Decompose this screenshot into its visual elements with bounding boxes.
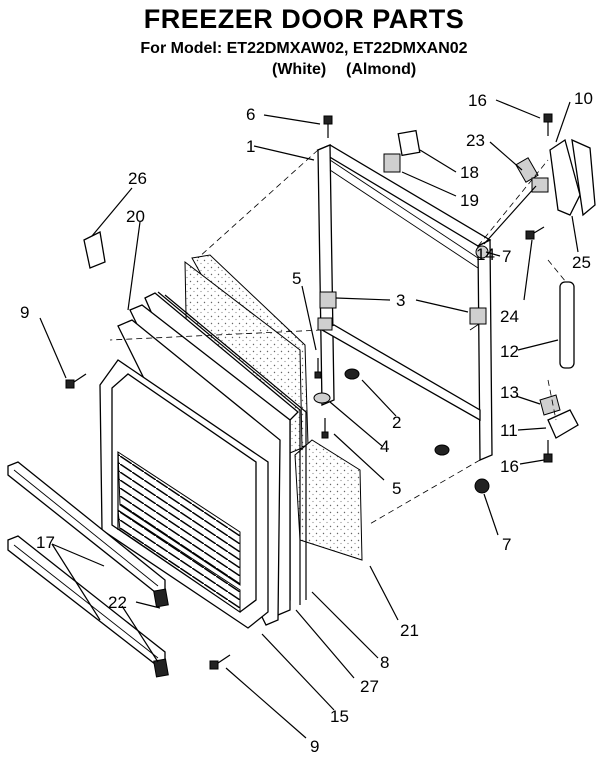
callout-11: 11 <box>500 421 518 440</box>
door-stop-shim-part <box>383 153 401 173</box>
callout-16-upper: 16 <box>468 91 487 110</box>
callout-27: 27 <box>360 677 379 696</box>
callout-9-upper: 9 <box>20 303 29 322</box>
screw-part <box>65 113 553 670</box>
callout-12: 12 <box>500 342 519 361</box>
door-stop-part <box>397 129 421 157</box>
door-liner-part <box>99 359 269 629</box>
rail-end-cap-part <box>153 658 169 678</box>
callout-18: 18 <box>460 163 479 182</box>
callout-16-lower: 16 <box>500 457 519 476</box>
plug-part <box>474 478 490 494</box>
bumper-part <box>434 444 450 456</box>
callout-5-upper: 5 <box>292 269 301 288</box>
callout-7-upper: 7 <box>502 247 511 266</box>
callout-14: 14 <box>476 245 495 264</box>
callout-leaders <box>39 99 579 739</box>
callout-8: 8 <box>380 653 389 672</box>
callout-24: 24 <box>500 307 519 326</box>
callout-21: 21 <box>400 621 419 640</box>
callout-1: 1 <box>246 137 255 156</box>
color-almond-label: (Almond) <box>346 61 417 78</box>
bracket-part <box>317 291 487 331</box>
model-line: For Model: ET22DMXAW02, ET22DMXAN02 <box>140 40 468 57</box>
rail-end-cap-part <box>153 588 169 608</box>
hinge-part <box>515 138 596 439</box>
clip-part <box>83 231 106 269</box>
color-white-label: (White) <box>272 61 327 78</box>
callout-26: 26 <box>128 169 147 188</box>
callout-13: 13 <box>500 383 519 402</box>
callout-19: 19 <box>460 191 479 210</box>
callout-22: 22 <box>108 593 127 612</box>
callout-7-lower: 7 <box>502 535 511 554</box>
callout-4: 4 <box>380 437 389 456</box>
washer-part <box>313 392 331 404</box>
diagram-title: FREEZER DOOR PARTS <box>143 4 465 34</box>
callout-10: 10 <box>574 89 593 108</box>
callout-3: 3 <box>396 291 405 310</box>
callout-15: 15 <box>330 707 349 726</box>
callout-17: 17 <box>36 533 55 552</box>
callout-20: 20 <box>126 207 145 226</box>
bumper-part <box>344 368 360 380</box>
callout-6: 6 <box>246 105 255 124</box>
callout-25: 25 <box>572 253 591 272</box>
callout-labels: 1 2 3 4 5 5 6 7 7 8 9 9 10 11 12 13 14 1… <box>20 89 593 756</box>
callout-2: 2 <box>392 413 401 432</box>
alignment-lines <box>109 149 567 526</box>
callout-5-lower: 5 <box>392 479 401 498</box>
callout-23: 23 <box>466 131 485 150</box>
callout-9-lower: 9 <box>310 737 319 756</box>
